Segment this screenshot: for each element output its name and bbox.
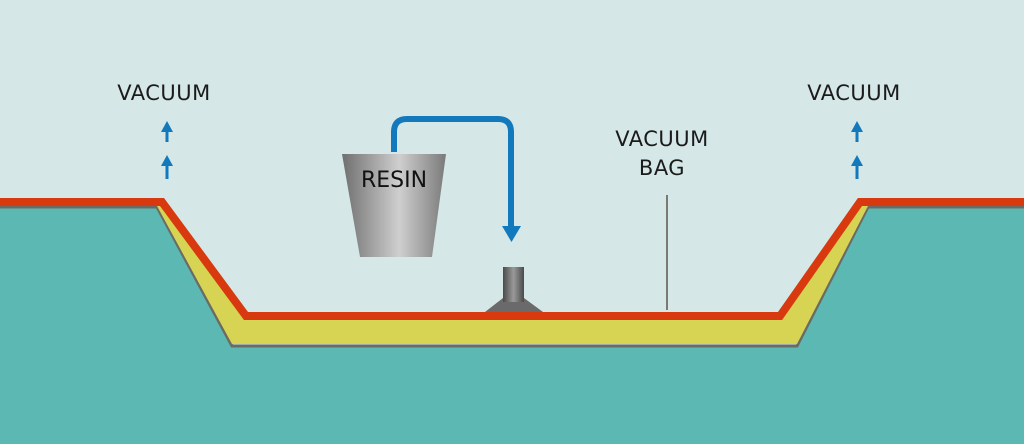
resin-feed-tube bbox=[391, 116, 514, 228]
resin-inlet-nozzle bbox=[485, 267, 543, 312]
vacuum-bag bbox=[0, 198, 1024, 320]
flow-arrow-down-icon bbox=[502, 226, 521, 242]
vacuum-bag-label-line1: VACUUM bbox=[615, 127, 709, 151]
resin-label: RESIN bbox=[360, 168, 428, 193]
vacuum-bag-label-line2: BAG bbox=[638, 156, 686, 180]
vacuum-arrow-right-icon bbox=[851, 121, 863, 179]
vacuum-label-right: VACUUM bbox=[807, 81, 901, 105]
vacuum-arrow-left-icon bbox=[161, 121, 173, 179]
mold bbox=[0, 207, 1024, 444]
resin-bucket bbox=[342, 154, 446, 257]
laminate bbox=[157, 204, 868, 344]
mold-edge bbox=[0, 205, 1024, 348]
vacuum-label-left: VACUUM bbox=[117, 81, 211, 105]
vacuum-bag-label: VACUUM BAG bbox=[606, 125, 718, 183]
